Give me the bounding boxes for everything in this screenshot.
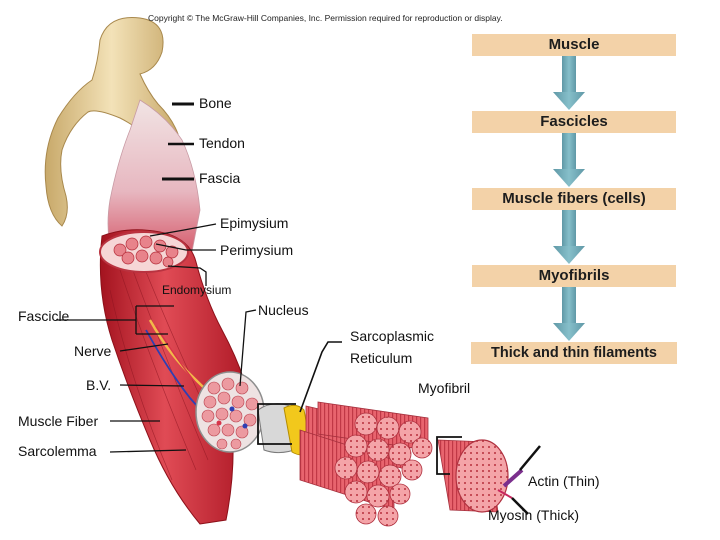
filament-ends bbox=[497, 468, 524, 499]
leader-perimysium bbox=[155, 243, 216, 251]
cross-section-fascicles bbox=[113, 235, 179, 268]
leader-sarcolemma bbox=[109, 449, 187, 453]
bone-shape bbox=[44, 16, 179, 227]
label-sarcoplasmic-line1: Sarcoplasmic bbox=[350, 328, 435, 344]
leader-myofibril-bracket bbox=[436, 436, 462, 475]
label-bone: Bone bbox=[199, 95, 232, 111]
leader-sr bbox=[299, 341, 342, 413]
label-endomysium: Endomysium bbox=[162, 283, 232, 297]
hierarchy-box-muscle-fibers: Muscle fibers (cells) bbox=[472, 188, 676, 210]
label-myosin: Myosin (Thick) bbox=[488, 507, 580, 523]
label-tendon: Tendon bbox=[199, 135, 245, 151]
leader-epimysium bbox=[149, 223, 217, 237]
leader-fascicle-bracket bbox=[56, 305, 174, 335]
hierarchy-box-muscle: Muscle bbox=[472, 34, 676, 56]
label-epimysium: Epimysium bbox=[220, 215, 289, 231]
hierarchy-arrow-3 bbox=[553, 210, 585, 264]
leader-bv bbox=[119, 384, 185, 387]
label-muscle-fiber: Muscle Fiber bbox=[18, 413, 99, 429]
hierarchy-box-filaments: Thick and thin filaments bbox=[471, 342, 677, 364]
label-sarcoplasmic-line2: Reticulum bbox=[350, 350, 413, 366]
leader-endomysium bbox=[167, 265, 207, 286]
hierarchy-arrows bbox=[553, 56, 585, 341]
hierarchy-box-myofibrils: Myofibrils bbox=[472, 265, 676, 287]
label-sarcolemma: Sarcolemma bbox=[18, 443, 97, 459]
label-actin: Actin (Thin) bbox=[528, 473, 600, 489]
leader-lines bbox=[56, 102, 541, 515]
leader-actin bbox=[519, 445, 541, 471]
hierarchy-arrow-4 bbox=[553, 287, 585, 341]
leader-myosin bbox=[511, 497, 529, 515]
hierarchy-arrow-2 bbox=[553, 133, 585, 187]
leader-nerve bbox=[119, 343, 169, 352]
leader-nucleus bbox=[239, 309, 257, 387]
label-nucleus: Nucleus bbox=[258, 302, 309, 318]
label-bv: B.V. bbox=[86, 377, 112, 393]
label-myofibril: Myofibril bbox=[418, 380, 471, 396]
copyright-notice: Copyright © The McGraw-Hill Companies, I… bbox=[148, 13, 503, 23]
myofibril-ends bbox=[334, 412, 433, 527]
leader-sheath-bracket bbox=[257, 403, 296, 445]
fascicle-vessel-dots bbox=[216, 406, 248, 429]
hierarchy-arrow-1 bbox=[553, 56, 585, 110]
fascicle-fibers bbox=[201, 377, 259, 450]
hierarchy-box-fascicles: Fascicles bbox=[472, 111, 676, 133]
single-myofibril-end bbox=[455, 439, 509, 513]
label-nerve: Nerve bbox=[74, 343, 112, 359]
label-fascicle: Fascicle bbox=[18, 308, 70, 324]
label-fascia: Fascia bbox=[199, 170, 241, 186]
label-perimysium: Perimysium bbox=[220, 242, 294, 258]
